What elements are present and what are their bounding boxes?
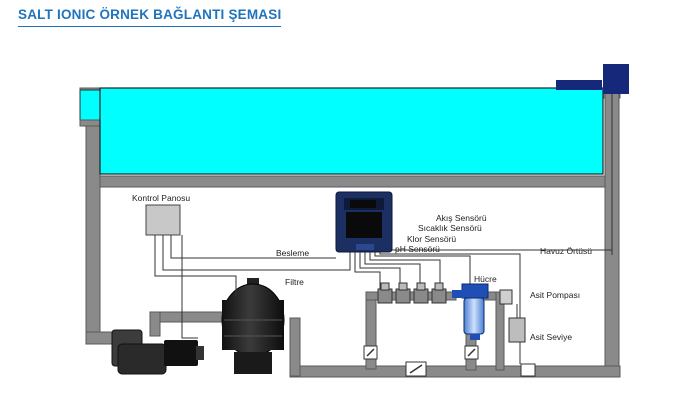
- label-ph-sensoru: pH Sensörü: [395, 244, 440, 254]
- skimmer: [79, 89, 101, 127]
- acid-pump: [499, 289, 513, 305]
- pool-cover: [556, 64, 629, 255]
- pump: [111, 329, 204, 375]
- label-kontrol-panosu: Kontrol Panosu: [132, 193, 190, 203]
- label-hucre: Hücre: [474, 274, 497, 284]
- wiring: [154, 235, 612, 364]
- valve-1: [363, 345, 378, 360]
- sensor-manifold: [377, 282, 447, 304]
- control-panel: [145, 204, 181, 236]
- acid-level-tank: [508, 304, 526, 343]
- valve-2: [405, 361, 427, 377]
- label-filtre: Filtre: [285, 277, 304, 287]
- label-besleme: Besleme: [276, 248, 309, 258]
- electrolysis-cell: [452, 283, 489, 340]
- label-asit-seviye: Asit Seviye: [530, 332, 572, 342]
- salt-ionic-controller: [335, 191, 393, 253]
- label-akis-sensoru: Akış Sensörü: [436, 213, 487, 223]
- pool-water: [99, 87, 604, 175]
- label-havuz-ortusu: Havuz Örtüsü: [540, 246, 592, 256]
- label-asit-pompasi: Asit Pompası: [530, 290, 580, 300]
- valve-3: [464, 345, 479, 360]
- label-klor-sensoru: Klor Sensörü: [407, 234, 456, 244]
- filter: [221, 278, 285, 374]
- acid-injection-point: [520, 363, 536, 377]
- label-sicaklik-sensoru: Sıcaklık Sensörü: [418, 223, 482, 233]
- page-title: SALT IONIC ÖRNEK BAĞLANTI ŞEMASI: [18, 7, 282, 27]
